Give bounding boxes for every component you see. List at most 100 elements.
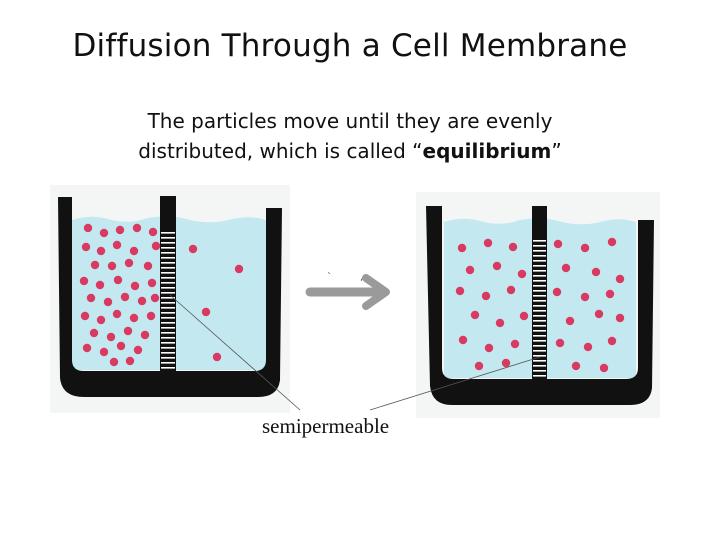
after-membrane-pores	[533, 240, 546, 377]
caption: The particles move until they are evenly…	[90, 106, 610, 166]
membrane-pore	[161, 347, 175, 349]
particle	[129, 246, 139, 256]
membrane-pore	[533, 325, 546, 327]
particle	[495, 318, 505, 328]
particle	[96, 315, 106, 325]
membrane-pore	[161, 332, 175, 334]
before-container-walls	[58, 197, 282, 397]
particle	[99, 228, 109, 238]
membrane-pore	[161, 242, 175, 244]
particle	[565, 316, 575, 326]
membrane-pore	[533, 280, 546, 282]
membrane-pore	[533, 250, 546, 252]
particle	[470, 310, 480, 320]
particle	[132, 223, 142, 233]
particle	[82, 343, 92, 353]
membrane-pore	[533, 365, 546, 367]
membrane-pore	[533, 330, 546, 332]
membrane-pore	[533, 360, 546, 362]
particle	[583, 342, 593, 352]
particle	[148, 227, 158, 237]
equilibrium-term: equilibrium	[422, 139, 552, 163]
particle	[106, 332, 116, 342]
particle	[129, 313, 139, 323]
particle	[112, 309, 122, 319]
particle	[483, 238, 493, 248]
membrane-pore	[533, 305, 546, 307]
membrane-pore	[161, 272, 175, 274]
particle	[115, 225, 125, 235]
particle	[594, 309, 604, 319]
particle	[580, 243, 590, 253]
particle	[607, 336, 617, 346]
arrow-mark-left: `	[327, 271, 332, 283]
label-pointer-left	[169, 294, 301, 411]
membrane-pore	[161, 307, 175, 309]
particle	[113, 275, 123, 285]
particle	[116, 341, 126, 351]
caption-line-2-prefix: distributed, which is called “	[138, 139, 423, 163]
membrane-pore	[533, 255, 546, 257]
membrane-pore	[161, 312, 175, 314]
particle	[234, 264, 244, 274]
particle	[140, 330, 150, 340]
particle	[123, 326, 133, 336]
particle	[201, 307, 211, 317]
particle	[109, 357, 119, 367]
membrane-pore	[533, 245, 546, 247]
caption-line-2: distributed, which is called “equilibriu…	[90, 136, 610, 166]
particle	[79, 276, 89, 286]
membrane-pore	[533, 300, 546, 302]
membrane-pore	[533, 265, 546, 267]
membrane-pore	[161, 267, 175, 269]
membrane-pore	[161, 357, 175, 359]
particle	[212, 352, 222, 362]
particle	[571, 361, 581, 371]
membrane-pore	[161, 257, 175, 259]
membrane-pore	[161, 247, 175, 249]
membrane-pore	[533, 285, 546, 287]
particle	[112, 240, 122, 250]
particle	[517, 269, 527, 279]
diagram-title: Diffusion Through a Cell Membrane	[72, 28, 628, 64]
particle	[151, 241, 161, 251]
caption-line-2-suffix: ”	[551, 139, 562, 163]
membrane-pore	[161, 352, 175, 354]
particle	[80, 311, 90, 321]
membrane-pore	[161, 237, 175, 239]
particle	[96, 246, 106, 256]
membrane-pore	[533, 290, 546, 292]
particle	[465, 265, 475, 275]
particle	[510, 339, 520, 349]
particle	[474, 361, 484, 371]
particle	[137, 296, 147, 306]
particle	[150, 293, 160, 303]
particle	[519, 311, 529, 321]
particle	[125, 356, 135, 366]
particle	[615, 274, 625, 284]
label-pointer-right	[369, 356, 541, 411]
particle	[107, 261, 117, 271]
particle	[147, 278, 157, 288]
particle	[561, 263, 571, 273]
particle	[457, 243, 467, 253]
membrane-pore	[161, 322, 175, 324]
membrane-pore	[533, 275, 546, 277]
membrane-pore	[533, 340, 546, 342]
membrane-pore	[533, 295, 546, 297]
particle	[99, 347, 109, 357]
particle	[605, 289, 615, 299]
membrane-pore	[533, 335, 546, 337]
particle	[130, 281, 140, 291]
particle	[599, 363, 609, 373]
particle	[124, 258, 134, 268]
particle	[458, 335, 468, 345]
before-particles	[79, 223, 244, 367]
membrane-pore	[161, 342, 175, 344]
membrane-pore	[533, 350, 546, 352]
membrane-pore	[533, 240, 546, 242]
membrane-pore	[533, 355, 546, 357]
particle	[580, 292, 590, 302]
membrane-pore	[161, 302, 175, 304]
